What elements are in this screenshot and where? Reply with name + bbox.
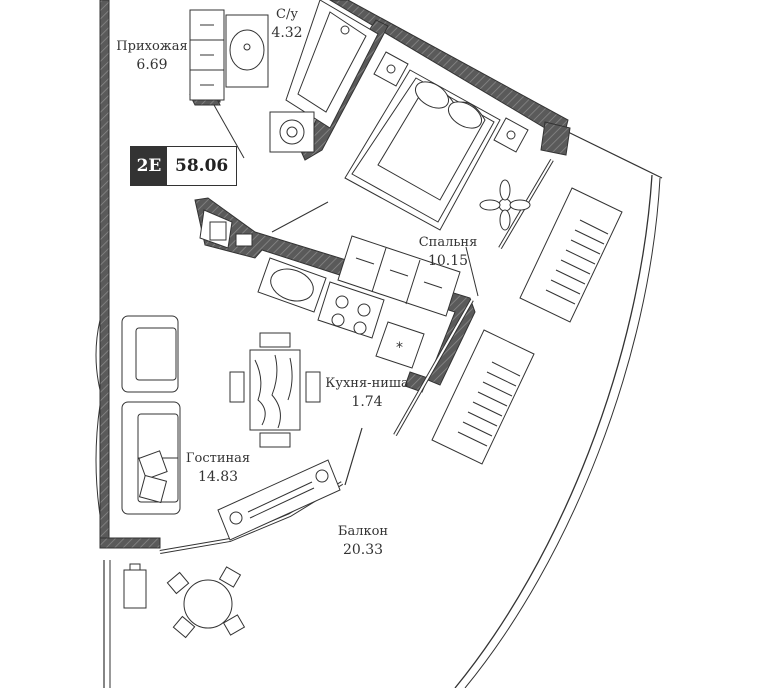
nightstand-right-icon <box>493 117 529 153</box>
lounger-lower-icon <box>431 329 535 465</box>
room-label-kitchen: Кухня-ниша 1.74 <box>322 375 412 411</box>
toilet-icon <box>269 111 315 153</box>
apartment-total-area: 58.06 <box>175 156 229 176</box>
window-left-1 <box>95 319 101 391</box>
armchair-icon <box>121 315 179 393</box>
hallway-wardrobe <box>189 9 225 101</box>
room-name: Гостиная <box>185 451 251 466</box>
svg-text:*: * <box>396 340 403 356</box>
kitchen-upper-cabinets <box>337 235 461 317</box>
bedroom-line-1 <box>271 201 329 233</box>
sofa-icon <box>121 401 181 515</box>
hallway-line-1 <box>213 104 245 159</box>
kitchen-fridge <box>199 209 253 249</box>
balcony-outline-inner <box>464 177 661 688</box>
lounger-upper-icon <box>519 187 623 323</box>
kitchen-balcony-door-inner <box>394 299 473 436</box>
room-label-bathroom: С/у 4.32 <box>262 6 312 42</box>
left-wall <box>99 0 110 541</box>
balcony-table-icon <box>166 566 246 639</box>
living-bottom-wall <box>99 537 161 549</box>
sink-icon <box>225 14 269 88</box>
room-name: С/у <box>276 7 298 22</box>
room-label-hallway: Прихожая 6.69 <box>112 38 192 74</box>
room-area: 10.15 <box>427 253 469 269</box>
tv-stand-icon <box>217 459 341 541</box>
room-area: 4.32 <box>271 25 303 41</box>
room-label-balcony: Балкон 20.33 <box>328 523 398 559</box>
kitchen-sink-icon <box>257 257 327 313</box>
kitchen-partition-wall <box>194 197 476 386</box>
nightstand-left-icon <box>373 51 409 87</box>
apartment-type: 2E <box>131 147 167 185</box>
room-area: 1.74 <box>351 394 383 410</box>
balcony-top-edge <box>567 131 663 179</box>
dishwasher-icon: * <box>375 321 425 369</box>
bathtub-icon <box>285 0 379 129</box>
top-diagonal-wall <box>329 0 569 133</box>
room-name: Спальня <box>418 235 478 250</box>
dining-table-icon <box>229 332 321 448</box>
bed-icon <box>344 69 501 231</box>
room-name: Прихожая <box>116 39 188 54</box>
room-area: 14.83 <box>197 469 239 485</box>
room-area: 20.33 <box>342 542 384 558</box>
balcony-cabinet-icon <box>123 563 147 609</box>
stove-icon <box>317 281 385 339</box>
room-name: Балкон <box>337 524 389 539</box>
living-balcony-door-post <box>344 427 363 486</box>
room-name: Кухня-ниша <box>325 376 409 391</box>
room-label-bedroom: Спальня 10.15 <box>408 234 488 270</box>
plant-icon <box>479 179 531 231</box>
window-left-2 <box>95 404 101 516</box>
apartment-badge: 2E 58.06 <box>130 146 238 186</box>
room-area: 6.69 <box>136 57 168 73</box>
bedroom-line-2 <box>465 246 479 297</box>
balcony-outline <box>454 174 653 688</box>
bedroom-right-wall <box>540 121 571 156</box>
room-label-living: Гостиная 14.83 <box>178 450 258 486</box>
